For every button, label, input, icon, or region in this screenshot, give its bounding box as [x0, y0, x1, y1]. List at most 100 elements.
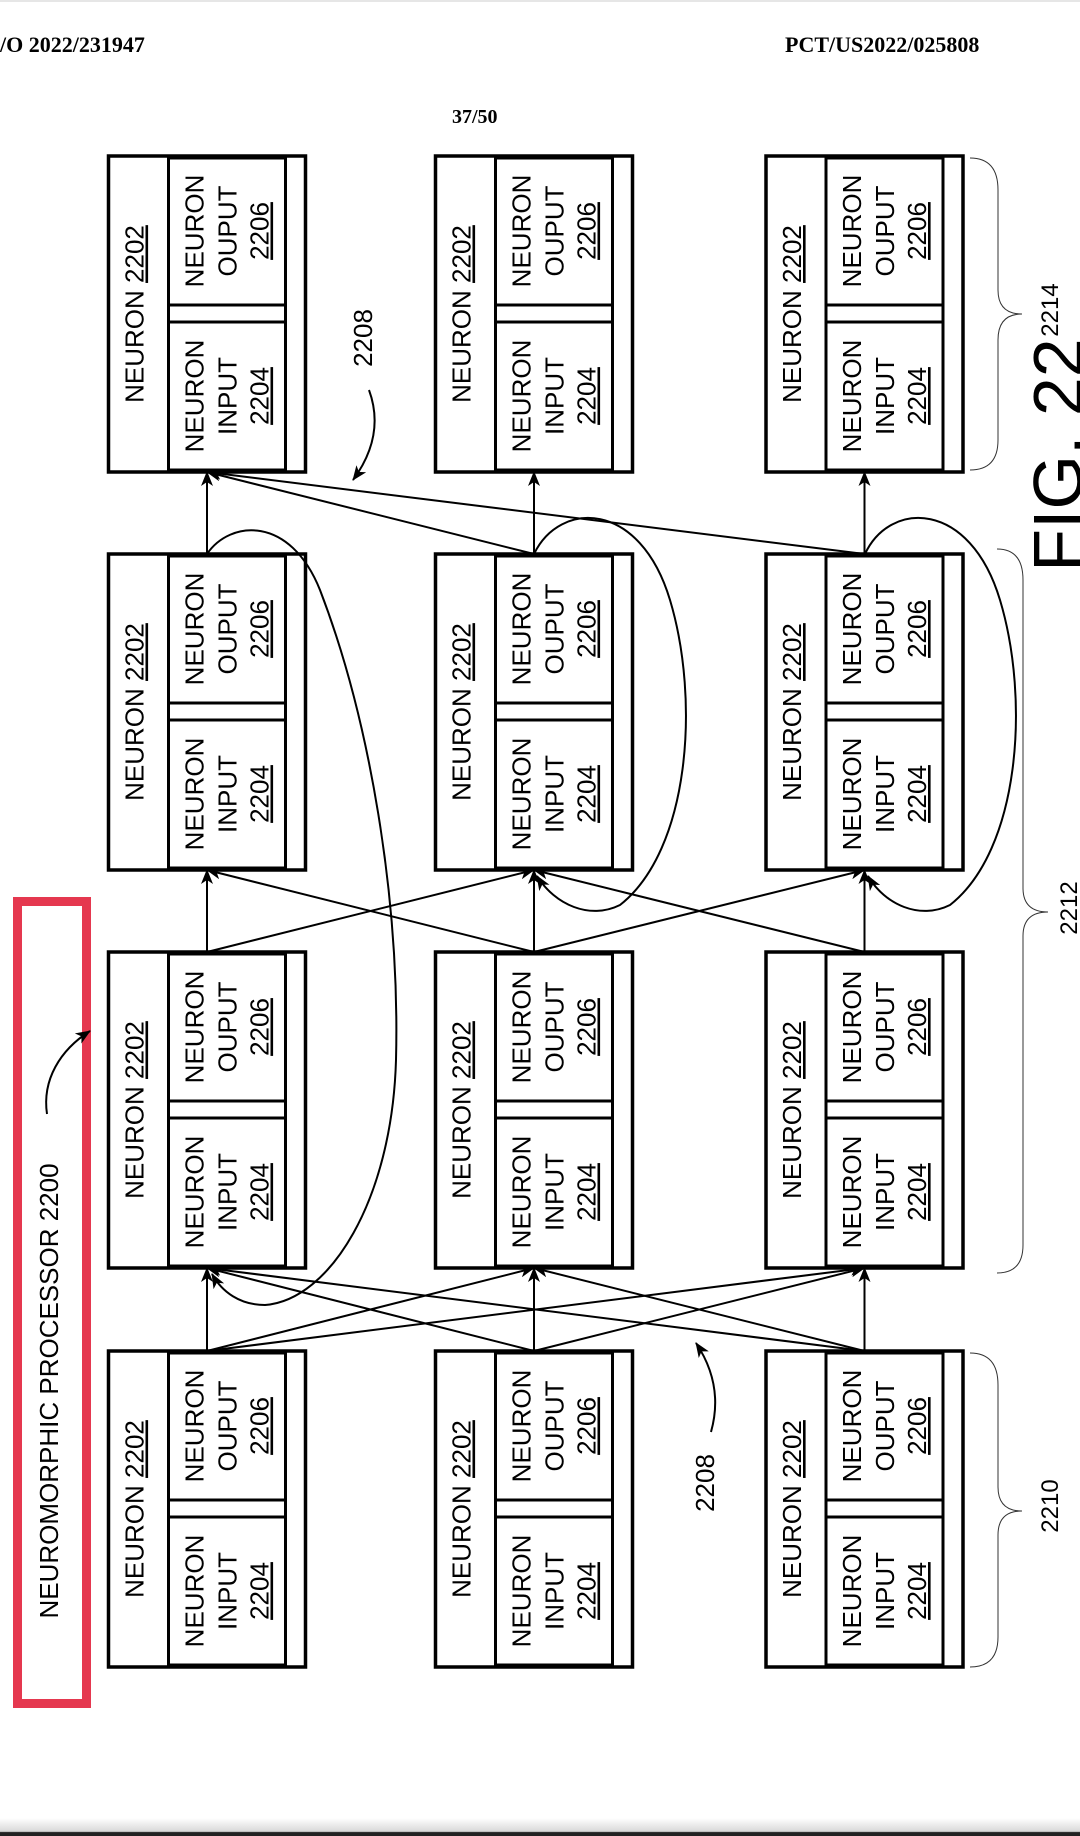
neuron-name: NEURON: [777, 1478, 807, 1598]
connection-label: 2208: [348, 309, 378, 367]
viewer-bottom-edge: [0, 1818, 1080, 1836]
neuron-input-box: [494, 320, 614, 472]
neuron-input-ref: 2204: [902, 367, 932, 425]
application-number: PCT/US2022/025808: [785, 32, 979, 57]
neuron-input-line1: NEURON: [837, 340, 867, 453]
neuron-input-box: [824, 320, 945, 472]
neuron-title: NEURON 2202: [447, 623, 477, 801]
figure-label: FIG. 22: [1019, 338, 1080, 571]
neuron-output-line1: NEURON: [507, 175, 537, 288]
neuron-ref: 2202: [120, 623, 150, 681]
neuron-input-box: [494, 1515, 614, 1667]
neuron-title: NEURON 2202: [120, 1420, 150, 1598]
neuron-output-line2: OUPUT: [213, 981, 243, 1072]
neuron-name: NEURON: [120, 283, 150, 403]
neuron-ref: 2202: [777, 1021, 807, 1079]
neuron-input-line2: INPUT: [870, 1153, 900, 1231]
neuron-output-box: [494, 952, 614, 1103]
neuron-title: NEURON 2202: [447, 1021, 477, 1199]
neuron-output-line2: OUPUT: [870, 185, 900, 276]
neuron-title: NEURON 2202: [777, 1420, 807, 1598]
neuron-input-line1: NEURON: [507, 340, 537, 453]
neuron-ref: 2202: [447, 623, 477, 681]
neuron-output-ref: 2206: [902, 1397, 932, 1455]
neuron-output-line2: OUPUT: [870, 1380, 900, 1471]
synapse-arrow: [206, 867, 535, 953]
neuron-box: [433, 552, 635, 872]
neuron-title: NEURON 2202: [777, 1021, 807, 1199]
neuron-output-line2: OUPUT: [540, 981, 570, 1072]
neuron-box: [433, 154, 635, 474]
neuron-input-line1: NEURON: [180, 1136, 210, 1249]
recurrent-loop-arrow: [533, 516, 687, 912]
neuron-input-line1: NEURON: [837, 738, 867, 851]
neuron-output-box: [167, 1351, 287, 1502]
highlight-box: [13, 897, 91, 1708]
neuron-output-ref: 2206: [572, 998, 602, 1056]
neuron-input-ref: 2204: [902, 1562, 932, 1620]
neuron-input-ref: 2204: [572, 765, 602, 823]
neuron-name: NEURON: [777, 681, 807, 801]
neuron-ref: 2202: [447, 225, 477, 283]
neuron-output-line2: OUPUT: [213, 583, 243, 674]
neuron-box: [764, 950, 965, 1270]
synapse-arrow: [533, 1265, 865, 1352]
neuron-input-box: [824, 1116, 945, 1268]
neuron-input-box: [494, 718, 614, 870]
neuron-output-line2: OUPUT: [540, 185, 570, 276]
connection-pointer-arrow: [352, 389, 376, 481]
neuron-input-line2: INPUT: [870, 357, 900, 435]
neuron-output-box: [167, 952, 287, 1103]
connection-label: 2208: [690, 1454, 720, 1512]
processor-pointer-arrow: [45, 1030, 91, 1115]
neuron-input-box: [494, 1116, 614, 1268]
hidden-layers-label: 2212: [1056, 881, 1080, 934]
neuron-input-ref: 2204: [902, 765, 932, 823]
neuron-output-line2: OUPUT: [540, 1380, 570, 1471]
neuron-output-line1: NEURON: [837, 175, 867, 288]
neuron-ref: 2202: [120, 1420, 150, 1478]
neuron-title: NEURON 2202: [447, 225, 477, 403]
neuron-output-box: [167, 156, 287, 307]
neuron-output-ref: 2206: [245, 1397, 275, 1455]
neuron-ref: 2202: [777, 225, 807, 283]
neuron-input-box: [167, 320, 287, 472]
neuron-box: [764, 1349, 965, 1669]
neuron-box: [433, 1349, 635, 1669]
neuron-input-line2: INPUT: [540, 755, 570, 833]
neuron-input-box: [167, 718, 287, 870]
neuron-title: NEURON 2202: [120, 1021, 150, 1199]
neuron-output-ref: 2206: [902, 998, 932, 1056]
processor-label: NEUROMORPHIC PROCESSOR 2200: [34, 1163, 64, 1618]
sheet-number: 37/50: [452, 106, 498, 128]
neuron-output-line2: OUPUT: [540, 583, 570, 674]
neuron-output-line2: OUPUT: [870, 981, 900, 1072]
neuron-box: [433, 950, 635, 1270]
neuron-input-ref: 2204: [902, 1163, 932, 1221]
neuron-input-box: [167, 1116, 287, 1268]
neuron-input-box: [167, 1515, 287, 1667]
neuron-input-line2: INPUT: [213, 1552, 243, 1630]
neuron-input-ref: 2204: [245, 765, 275, 823]
neuron-output-line1: NEURON: [837, 1370, 867, 1483]
neuron-input-line1: NEURON: [507, 1136, 537, 1249]
neuron-output-line2: OUPUT: [213, 185, 243, 276]
synapse-arrow: [206, 469, 535, 555]
synapse-connections: [201, 467, 871, 1352]
neuron-output-box: [824, 554, 945, 705]
neuron-input-ref: 2204: [245, 1163, 275, 1221]
neuron-output-line1: NEURON: [507, 573, 537, 686]
neuron-ref: 2202: [777, 1420, 807, 1478]
neuron-output-line1: NEURON: [180, 971, 210, 1084]
neuron-output-line1: NEURON: [837, 573, 867, 686]
neuron-name: NEURON: [447, 1079, 477, 1199]
neuron-output-box: [824, 1351, 945, 1502]
neuron-ref: 2202: [120, 225, 150, 283]
neuron-name: NEURON: [120, 681, 150, 801]
neuron-box: [106, 950, 308, 1270]
